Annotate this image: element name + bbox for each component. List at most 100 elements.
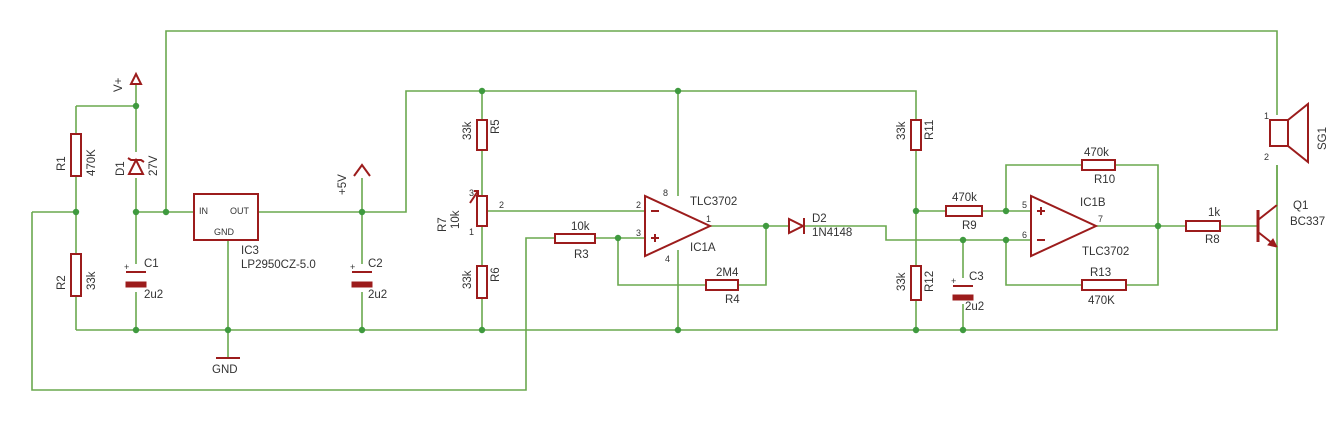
opamp-ic1b: 5 6 7 IC1B TLC3702 [1022, 194, 1129, 258]
resistor-r3: 10k R3 [554, 221, 596, 261]
wire-r10-left [1005, 164, 1082, 211]
r13-value: 470K [1088, 295, 1115, 307]
wires [31, 30, 1278, 391]
plus5v-label: +5V [337, 174, 349, 195]
sg1-pin1: 1 [1264, 111, 1269, 121]
r7-pin1: 1 [469, 227, 474, 237]
junction [72, 208, 80, 216]
resistor-r1: R1 470K [56, 133, 98, 177]
junction [132, 208, 140, 216]
ic1b-pin7: 7 [1098, 214, 1103, 224]
svg-text:+: + [951, 276, 956, 286]
ground-symbol: GND [212, 357, 240, 376]
junction [1002, 207, 1010, 215]
resistor-r5: 33k R5 [462, 119, 502, 151]
junction [224, 326, 232, 334]
ic3-pin-in: IN [199, 206, 208, 216]
junction [762, 222, 770, 230]
junction [1154, 222, 1162, 230]
ic1a-pin4: 4 [665, 254, 670, 264]
r9-name: R9 [962, 220, 977, 232]
resistor-r9: 470k R9 [945, 192, 983, 232]
ic1b-name: IC1B [1080, 197, 1106, 209]
junction [912, 207, 920, 215]
junction [132, 102, 140, 110]
junctions [72, 87, 1162, 334]
junction [912, 326, 920, 334]
d2-value: 1N4148 [812, 227, 852, 239]
ic3-pin-out: OUT [230, 206, 250, 216]
c2-name: C2 [368, 258, 383, 270]
resistor-r13: R13 470K [1081, 267, 1127, 307]
svg-text:+: + [350, 262, 355, 272]
regulator-ic3: IN OUT GND IC3 LP2950CZ-5.0 [193, 193, 316, 271]
junction [959, 326, 967, 334]
ic1a-pin3: 3 [636, 228, 641, 238]
junction [478, 326, 486, 334]
junction [358, 208, 366, 216]
ic1a-pin2: 2 [636, 200, 641, 210]
r5-name: R5 [490, 119, 502, 134]
r1-value: 470K [86, 149, 98, 176]
r2-name: R2 [56, 275, 68, 290]
diode-d2: D2 1N4148 [788, 213, 852, 239]
r12-name: R12 [924, 271, 936, 292]
ic1b-pin5: 5 [1022, 200, 1027, 210]
wire-r10-right [1115, 164, 1159, 226]
r3-value: 10k [571, 221, 590, 233]
junction [132, 326, 140, 334]
r4-value: 2M4 [716, 267, 739, 279]
c3-name: C3 [969, 271, 984, 283]
junction [478, 87, 486, 95]
resistor-r12: 33k R12 [896, 265, 936, 301]
r6-name: R6 [490, 267, 502, 282]
resistor-r4: 2M4 R4 [705, 267, 740, 306]
plus5v-supply-symbol: +5V [337, 163, 371, 195]
wire-r13-right [1126, 226, 1159, 286]
svg-text:+: + [124, 262, 129, 272]
r7-pin3: 3 [469, 188, 474, 198]
wire-ic3-out [258, 90, 917, 213]
r6-value: 33k [462, 270, 474, 289]
r10-name: R10 [1094, 174, 1115, 186]
sg1-name: SG1 [1317, 127, 1329, 150]
ic1b-pin6: 6 [1022, 230, 1027, 240]
junction [674, 87, 682, 95]
buzzer-sg1: 1 2 SG1 [1264, 101, 1329, 165]
sg1-pin2: 2 [1264, 152, 1269, 162]
resistor-r10: 470k R10 [1081, 147, 1116, 186]
r3-name: R3 [574, 249, 589, 261]
c3-value: 2u2 [965, 301, 984, 313]
ic3-value: LP2950CZ-5.0 [241, 259, 316, 271]
ic3-pin-gnd: GND [214, 227, 235, 237]
q1-name: Q1 [1293, 200, 1308, 212]
ic1a-pin1: 1 [706, 214, 711, 224]
r7-pin2: 2 [499, 200, 504, 210]
resistor-r6: 33k R6 [462, 265, 502, 299]
transistor-q1: Q1 BC337 [1256, 165, 1325, 330]
q1-value: BC337 [1290, 216, 1325, 228]
ic1a-pin8: 8 [663, 188, 668, 198]
resistor-r8: 1k R8 [1185, 207, 1221, 246]
ic3-name: IC3 [241, 245, 259, 257]
wire-vplus-rail [76, 84, 137, 107]
d1-value: 27V [148, 155, 160, 176]
zener-diode-d1: D1 27V [115, 155, 160, 176]
capacitor-c1: + C1 2u2 [124, 258, 163, 301]
r11-name: R11 [924, 120, 936, 140]
vplus-label: V+ [113, 77, 125, 92]
wire-r13-left [1005, 240, 1082, 286]
wire-feedback-loop [31, 212, 555, 391]
junction [1002, 236, 1010, 244]
r8-value: 1k [1208, 207, 1220, 219]
wire-d2-out [805, 225, 1031, 241]
wire-top-loop [165, 30, 1278, 212]
r8-name: R8 [1205, 234, 1220, 246]
r7-value: 10k [450, 210, 462, 229]
capacitor-c3: + C3 2u2 [951, 271, 984, 313]
r1-name: R1 [56, 156, 68, 171]
potentiometer-r7: 3 1 2 R7 10k [437, 188, 504, 237]
junction [614, 234, 622, 242]
r2-value: 33k [86, 271, 98, 290]
c1-name: C1 [144, 258, 159, 270]
